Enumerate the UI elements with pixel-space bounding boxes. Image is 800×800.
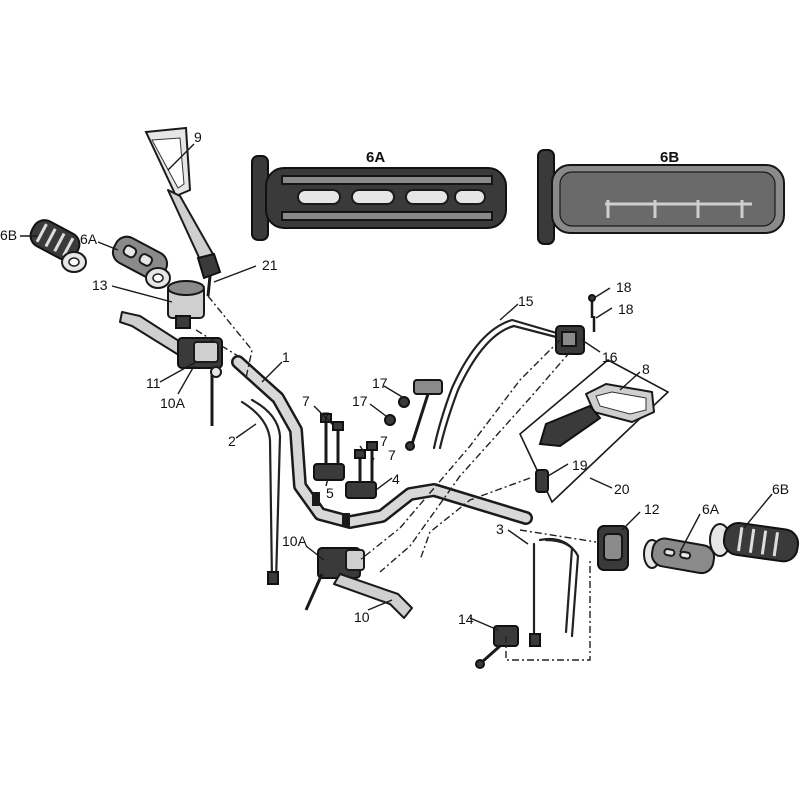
left-brake-lever [119,311,223,426]
callout-6A-left: 6A [80,231,98,247]
grip-6B-detail [537,149,785,245]
clutch-cable-15 [384,318,562,451]
cable-2 [240,398,282,585]
callout-5: 5 [326,485,334,501]
callout-2: 2 [228,433,236,449]
callout-6A-detail: 6A [366,149,385,166]
reservoir-13 [167,280,205,329]
callout-19: 19 [572,457,588,473]
throttle-housing-12 [597,525,629,571]
callout-18a: 18 [616,279,632,295]
grip-6A-detail [251,155,507,241]
callout-7d: 7 [388,447,396,463]
callout-7b: 7 [322,409,330,425]
assembly-lines [195,295,597,661]
callout-13: 13 [92,277,108,293]
callout-1: 1 [282,349,290,365]
callout-3: 3 [496,521,504,537]
callout-16: 16 [602,349,618,365]
mirror-9 [144,126,222,297]
callout-11: 11 [146,375,161,391]
switch-14 [475,625,519,669]
clamp-4 [345,441,378,499]
callout-12: 12 [644,501,660,517]
switch-16 [555,294,596,355]
callout-21: 21 [262,257,278,273]
left-grip-6B [29,219,87,273]
callout-6B-right: 6B [772,481,789,497]
callout-7c: 7 [380,433,388,449]
callout-9: 9 [194,129,202,145]
right-grip-6B [709,521,800,563]
callout-10: 10 [354,609,370,625]
callout-labels: 6A 6B 9 21 13 6B 6A 11 10A 1 2 7 7 7 7 1… [0,129,789,627]
callout-17a: 17 [372,375,388,391]
callout-20: 20 [614,481,630,497]
callout-6B-left: 6B [0,227,17,243]
callout-10A-lower: 10A [282,533,308,549]
callout-8: 8 [642,361,650,377]
callout-6A-right: 6A [702,501,720,517]
callout-15: 15 [518,293,534,309]
mirror-8-group [519,359,670,504]
callout-10A-left: 10A [160,395,186,411]
callout-4: 4 [392,471,400,487]
handlebar-1 [231,355,533,529]
callout-6B-detail: 6B [660,149,679,166]
callout-17b: 17 [352,393,368,409]
right-grip-6A [643,537,716,575]
leader-lines [20,143,773,631]
callout-14: 14 [458,611,474,627]
left-grip-6A [111,235,171,289]
cable-3 [529,537,580,647]
clutch-lever-10 [304,547,413,619]
callout-18b: 18 [618,301,634,317]
callout-7a: 7 [302,393,310,409]
